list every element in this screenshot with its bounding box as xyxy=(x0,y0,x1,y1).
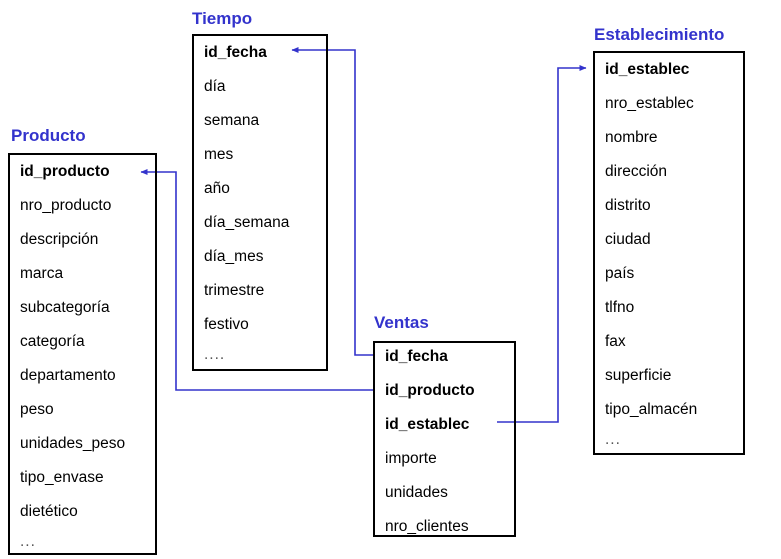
field-establecimiento-distrito: distrito xyxy=(605,197,651,214)
field-establecimiento-tlfno: tlfno xyxy=(605,299,635,316)
field-establecimiento-fax: fax xyxy=(605,333,626,350)
field-ventas-nro-clientes: nro_clientes xyxy=(385,518,469,535)
field-producto-peso: peso xyxy=(20,401,54,418)
field-producto-categoria: categoría xyxy=(20,333,85,350)
field-establecimiento-pais: país xyxy=(605,265,635,282)
table-title-establecimiento: Establecimiento xyxy=(594,25,725,44)
field-ventas-id-producto: id_producto xyxy=(385,382,475,399)
field-establecimiento-id-establec: id_establec xyxy=(605,61,690,78)
field-establecimiento-more: ... xyxy=(605,431,621,448)
field-tiempo-more: .... xyxy=(204,346,226,363)
table-title-ventas: Ventas xyxy=(374,313,429,332)
field-establecimiento-nro-establec: nro_establec xyxy=(605,95,694,112)
field-ventas-importe: importe xyxy=(385,450,437,467)
table-box-producto[interactable]: id_producto nro_producto descripción mar… xyxy=(8,153,157,555)
field-tiempo-dia: día xyxy=(204,78,226,95)
field-tiempo-trimestre: trimestre xyxy=(204,282,265,299)
field-ventas-unidades: unidades xyxy=(385,484,448,501)
field-producto-nro-producto: nro_producto xyxy=(20,197,112,214)
field-tiempo-id-fecha: id_fecha xyxy=(204,44,267,61)
field-tiempo-dia-semana: día_semana xyxy=(204,214,290,231)
table-box-establecimiento[interactable]: id_establec nro_establec nombre direcció… xyxy=(593,51,745,455)
table-title-tiempo: Tiempo xyxy=(192,9,253,28)
field-tiempo-semana: semana xyxy=(204,112,260,129)
field-producto-dietetico: dietético xyxy=(20,503,78,520)
field-producto-departamento: departamento xyxy=(20,367,116,384)
field-tiempo-ano: año xyxy=(204,180,230,197)
field-establecimiento-ciudad: ciudad xyxy=(605,231,651,248)
field-establecimiento-superficie: superficie xyxy=(605,367,672,384)
table-box-ventas[interactable]: id_fecha id_producto id_establec importe… xyxy=(373,341,516,537)
field-producto-unidades-peso: unidades_peso xyxy=(20,435,126,452)
field-establecimiento-direccion: dirección xyxy=(605,163,668,180)
field-establecimiento-tipo-almacen: tipo_almacén xyxy=(605,401,698,418)
field-producto-subcategoria: subcategoría xyxy=(20,299,110,316)
field-tiempo-dia-mes: día_mes xyxy=(204,248,264,265)
field-producto-marca: marca xyxy=(20,265,64,282)
field-tiempo-mes: mes xyxy=(204,146,234,163)
table-title-producto: Producto xyxy=(11,126,86,145)
field-ventas-id-fecha: id_fecha xyxy=(385,348,448,365)
field-producto-descripcion: descripción xyxy=(20,231,99,248)
field-producto-id-producto: id_producto xyxy=(20,163,110,180)
field-producto-more: ... xyxy=(20,533,36,550)
field-tiempo-festivo: festivo xyxy=(204,316,249,333)
field-establecimiento-nombre: nombre xyxy=(605,129,658,146)
field-ventas-id-establec: id_establec xyxy=(385,416,470,433)
field-producto-tipo-envase: tipo_envase xyxy=(20,469,104,486)
table-box-tiempo[interactable]: id_fecha día semana mes año día_semana d… xyxy=(192,34,328,371)
